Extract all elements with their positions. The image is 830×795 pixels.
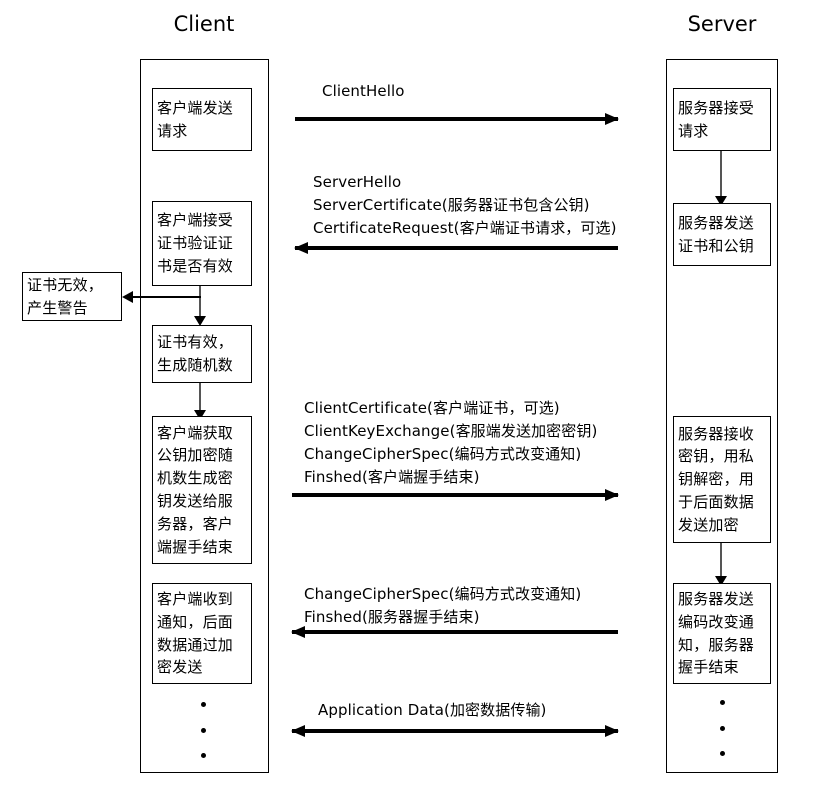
client-step-key-generate: 客户端获取公钥加密随机数生成密钥发送给服务器，客户端握手结束: [152, 416, 252, 564]
client-step-verify-cert-text: 客户端接受证书验证证书是否有效: [157, 211, 234, 275]
dot-1: [719, 700, 725, 705]
message-label-client-key-line-2: ClientKeyExchange(客服端发送加密密钥): [304, 422, 598, 440]
arrowhead-right: [605, 113, 619, 125]
server-accept-connector: [720, 151, 722, 202]
dot-3: [200, 753, 206, 758]
server-title: Server: [687, 12, 757, 36]
server-step-accept-request: 服务器接受请求: [673, 88, 771, 151]
dot-2: [200, 727, 206, 733]
client-decision-arrowhead: [194, 316, 206, 326]
server-step-change-cipher-text: 服务器发送编码改变通知，服务器握手结束: [678, 589, 755, 677]
server-step-receive-key: 服务器接收密钥，用私钥解密，用于后面数据发送加密: [673, 416, 771, 543]
client-step-key-generate-text: 客户端获取公钥加密随机数生成密钥发送给服务器，客户端握手结束: [157, 423, 234, 556]
server-step-send-cert-text: 服务器发送证书和公钥: [678, 213, 755, 255]
arrow-shaft: [292, 630, 618, 634]
message-label-server-finished-line-2: Finshed(服务器握手结束): [304, 608, 480, 626]
message-arrow-server-hello: [294, 242, 618, 254]
server-step-accept-request-text: 服务器接受请求: [678, 98, 755, 140]
cert-invalid-arrowhead: [122, 291, 133, 303]
server-continuation-dots: [697, 700, 747, 756]
client-step-send-request: 客户端发送请求: [152, 88, 252, 151]
server-step-receive-key-text: 服务器接收密钥，用私钥解密，用于后面数据发送加密: [678, 424, 755, 534]
client-step-cert-valid-text: 证书有效，生成随机数: [157, 333, 234, 374]
cert-invalid-alert-text: 证书无效，产生警告: [27, 275, 104, 317]
server-step-change-cipher: 服务器发送编码改变通知，服务器握手结束: [673, 583, 771, 684]
client-step-encrypted-notice-text: 客户端收到通知，后面数据通过加密发送: [157, 589, 234, 677]
client-title: Client: [173, 12, 235, 36]
arrowhead-left: [294, 242, 308, 254]
server-cipher-arrowhead: [715, 576, 727, 586]
message-label-client-key-line-1: ClientCertificate(客户端证书，可选): [304, 399, 560, 417]
arrow-shaft: [292, 493, 618, 497]
client-keygen-arrowhead: [194, 410, 206, 420]
dot-1: [200, 702, 206, 707]
message-arrow-client-key-exchange: [292, 489, 619, 501]
message-arrow-client-hello: [295, 113, 619, 125]
arrow-shaft: [295, 246, 618, 250]
client-step-send-request-text: 客户端发送请求: [157, 98, 234, 140]
cert-invalid-branch-line: [128, 296, 201, 298]
message-label-server-hello-line-2: ServerCertificate(服务器证书包含公钥): [313, 196, 590, 214]
message-label-application-data: Application Data(加密数据传输): [318, 701, 547, 719]
client-step-encrypted-notice: 客户端收到通知，后面数据通过加密发送: [152, 583, 252, 684]
client-continuation-dots: [178, 702, 228, 758]
message-label-server-hello-line-3: CertificateRequest(客户端证书请求，可选): [313, 219, 617, 237]
server-step-send-cert: 服务器发送证书和公钥: [673, 203, 771, 266]
dot-3: [719, 751, 725, 756]
message-label-server-finished-line-1: ChangeCipherSpec(编码方式改变通知): [304, 585, 582, 603]
server-cipher-connector: [720, 543, 722, 583]
message-arrow-application-data: [291, 725, 619, 737]
arrowhead-left: [291, 725, 305, 737]
client-step-verify-cert: 客户端接受证书验证证书是否有效: [152, 201, 252, 286]
cert-invalid-alert-box: 证书无效，产生警告: [22, 272, 122, 321]
dot-2: [719, 725, 725, 731]
message-label-server-hello-line-1: ServerHello: [313, 173, 402, 191]
client-step-cert-valid: 证书有效，生成随机数: [152, 325, 252, 383]
server-accept-arrowhead: [715, 196, 727, 206]
message-label-client-key-line-3: ChangeCipherSpec(编码方式改变通知): [304, 445, 582, 463]
arrowhead-right: [605, 489, 619, 501]
arrowhead-left: [291, 626, 305, 638]
message-label-client-hello: ClientHello: [322, 82, 405, 100]
client-keygen-connector: [199, 383, 201, 416]
arrow-shaft: [295, 117, 618, 121]
client-decision-connector: [199, 286, 201, 320]
message-label-client-key-line-4: Finshed(客户端握手结束): [304, 468, 480, 486]
message-arrow-server-finished: [291, 626, 618, 638]
arrowhead-right: [605, 725, 619, 737]
arrow-shaft: [292, 729, 618, 733]
